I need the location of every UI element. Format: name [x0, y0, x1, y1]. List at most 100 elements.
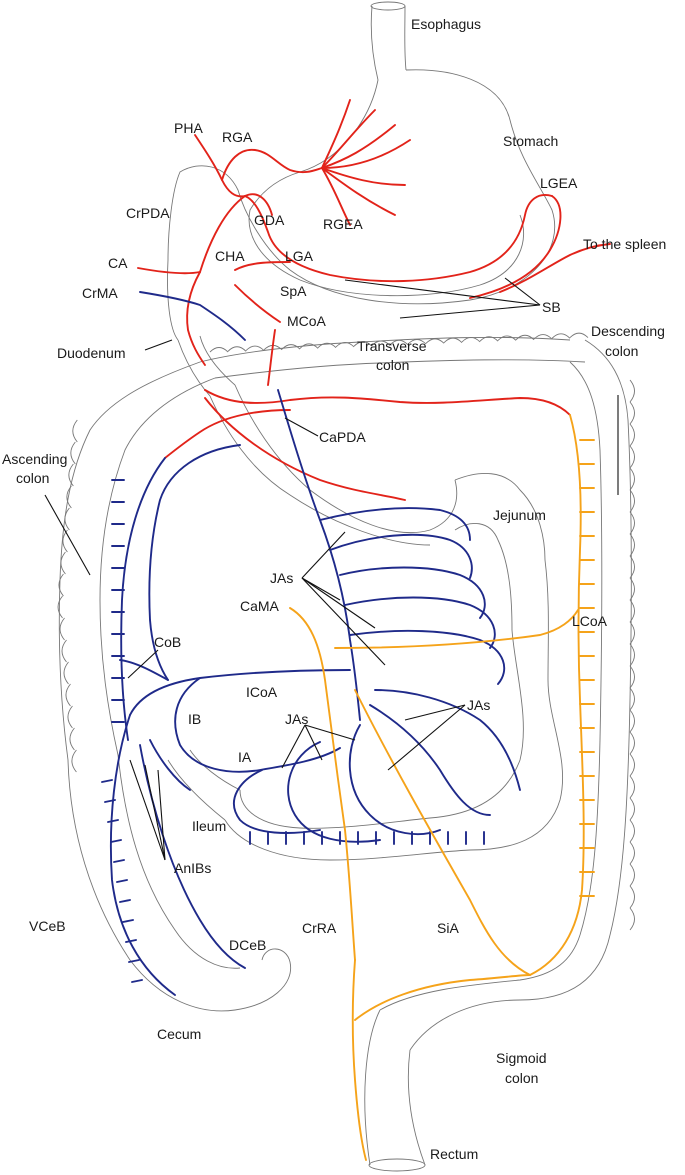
- vasa-recta: [125, 939, 137, 943]
- celiac-arteries: [137, 99, 611, 501]
- gastric-branch: [321, 167, 406, 186]
- jejunal-arcade: [339, 566, 486, 619]
- haustra-bump: [64, 507, 70, 531]
- label-sb: SB: [542, 299, 561, 315]
- vasa-recta: [110, 839, 122, 843]
- label-descending-colon-2: colon: [605, 343, 638, 359]
- left-gastric-artery: [234, 261, 291, 271]
- leader-cob: [127, 649, 159, 679]
- haustra-bump: [629, 841, 635, 865]
- haustra-bump: [72, 419, 78, 443]
- transverse-colon-haustra: [209, 332, 589, 353]
- leader-sb: [504, 277, 541, 306]
- haustra-bump: [629, 577, 635, 601]
- label-ia: IA: [238, 749, 252, 765]
- esophagus-outline: [370, 5, 407, 81]
- haustra-bump: [227, 346, 247, 352]
- cranial-mesenteric-artery: [139, 291, 246, 341]
- ileal-arcade: [369, 704, 491, 816]
- ileal-arcade: [233, 769, 321, 834]
- label-cob: CoB: [154, 634, 181, 650]
- haustra-bump: [629, 467, 635, 491]
- haustra-bump: [629, 621, 635, 645]
- vasa-recta-blue: [101, 479, 485, 983]
- vasa-recta: [116, 879, 128, 883]
- label-esophagus: Esophagus: [411, 16, 481, 32]
- descending-colon-haustra: [629, 379, 635, 931]
- label-lcoa: LCoA: [572, 613, 608, 629]
- dorsal-cecal-branch: [139, 744, 246, 969]
- vasa-recta-orange: [579, 439, 595, 897]
- ascending-colic-red: [164, 409, 291, 459]
- haustra-bump: [335, 342, 355, 348]
- haustra-bump: [629, 423, 635, 447]
- leader-anibs: [129, 759, 166, 861]
- haustra-bump: [629, 863, 635, 887]
- descending-colon-inner: [569, 361, 603, 936]
- haustra-bump: [299, 343, 319, 349]
- label-transverse-colon-1: Transverse: [357, 338, 427, 354]
- stomach-inner-outline: [248, 79, 524, 297]
- haustra-bump: [629, 687, 635, 711]
- cranial-pancreaticoduodenal-artery: [186, 271, 206, 366]
- haustra-bump: [57, 595, 63, 619]
- jejunal-arcade: [319, 507, 471, 541]
- label-icoa: ICoA: [246, 684, 278, 700]
- haustra-bump: [67, 705, 73, 729]
- ileal-arcade: [348, 724, 441, 836]
- descending-colon-marginal-artery: [529, 414, 585, 976]
- leader-jas-lower-right: [387, 704, 466, 771]
- vasa-recta: [122, 919, 134, 923]
- haustra-bump: [629, 445, 635, 469]
- colic-branch: [119, 659, 169, 681]
- cranial-mesenteric-arteries: [101, 291, 521, 996]
- jejunal-arcade: [344, 596, 496, 649]
- haustra-bump: [569, 332, 589, 338]
- leader-anibs: [157, 769, 166, 861]
- haustra-bump: [629, 401, 635, 425]
- label-spa: SpA: [280, 283, 307, 299]
- haustra-bump: [629, 665, 635, 689]
- label-stomach: Stomach: [503, 133, 558, 149]
- haustra-bump: [245, 345, 265, 351]
- haustra-bump: [629, 731, 635, 755]
- middle-colic-arcade: [204, 389, 571, 416]
- label-duodenum: Duodenum: [57, 345, 126, 361]
- haustra-bump: [629, 885, 635, 909]
- haustra-bump: [63, 661, 69, 685]
- ascending-colon-outer: [58, 361, 201, 761]
- colic-branch-arc: [148, 444, 241, 681]
- sigmoid-colon-outline: [379, 934, 611, 1051]
- label-vceb: VCeB: [29, 918, 66, 934]
- leader-jas-upper: [301, 577, 376, 629]
- leader-lines: [44, 277, 619, 861]
- stomach-outline: [167, 69, 556, 341]
- label-transverse-colon-2: colon: [376, 357, 409, 373]
- haustra-bump: [69, 727, 75, 751]
- jejunal-arcade: [329, 533, 473, 579]
- leader-capda: [284, 417, 319, 437]
- haustra-bump: [58, 573, 64, 597]
- leader-sb: [399, 304, 541, 319]
- haustra-bump: [371, 340, 391, 346]
- gastric-branch: [321, 167, 351, 226]
- haustra-bump: [629, 599, 635, 623]
- jejunal-arcade: [349, 629, 506, 685]
- label-sigmoid-colon-1: Sigmoid: [496, 1050, 547, 1066]
- label-crpda: CrPDA: [126, 205, 170, 221]
- label-cecum: Cecum: [157, 1026, 201, 1042]
- haustra-bump: [629, 819, 635, 843]
- haustra-bump: [629, 533, 635, 557]
- caudal-pancreaticoduodenal-artery: [204, 397, 406, 501]
- labels: Esophagus Stomach PHA RGA LGEA CrPDA GDA…: [2, 16, 666, 1162]
- label-ascending-colon-1: Ascending: [2, 451, 67, 467]
- left-gastroepiploic-artery: [469, 195, 562, 299]
- leader-jas-upper: [301, 577, 386, 666]
- label-jas-lower-right: JAs: [467, 697, 490, 713]
- label-to-spleen: To the spleen: [583, 236, 666, 252]
- label-cha: CHA: [215, 248, 245, 264]
- label-anibs: AnIBs: [174, 860, 211, 876]
- jejunum-inner-outline: [239, 523, 524, 829]
- vasa-recta: [131, 979, 143, 983]
